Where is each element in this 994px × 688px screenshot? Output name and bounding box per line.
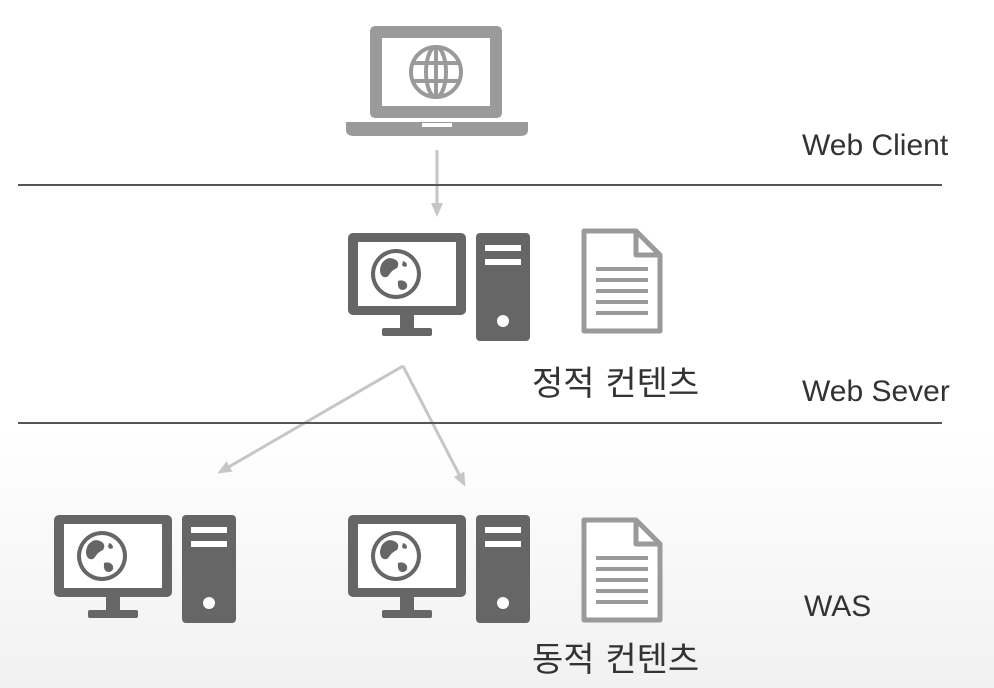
laptop-globe-icon [346, 26, 528, 136]
dynamic-document-icon [584, 520, 660, 620]
dynamic-content-label: 동적 컨텐츠 [532, 640, 700, 680]
static-document-icon [584, 231, 660, 331]
arrow-webserver-to-was-right [401, 365, 466, 487]
static-content-label: 정적 컨텐츠 [532, 364, 700, 404]
layer-label-web-client: Web Client [802, 129, 949, 162]
web-server-desktop-icon [348, 233, 530, 341]
arrow-webserver-to-was-left [217, 364, 404, 474]
layer-label-web-server: Web Sever [802, 375, 950, 408]
divider-webserver-was [18, 422, 942, 424]
was-desktop-icon-left [54, 515, 236, 623]
was-desktop-icon-right [348, 515, 530, 623]
layer-label-was: WAS [804, 590, 872, 623]
divider-client-webserver [18, 184, 942, 186]
